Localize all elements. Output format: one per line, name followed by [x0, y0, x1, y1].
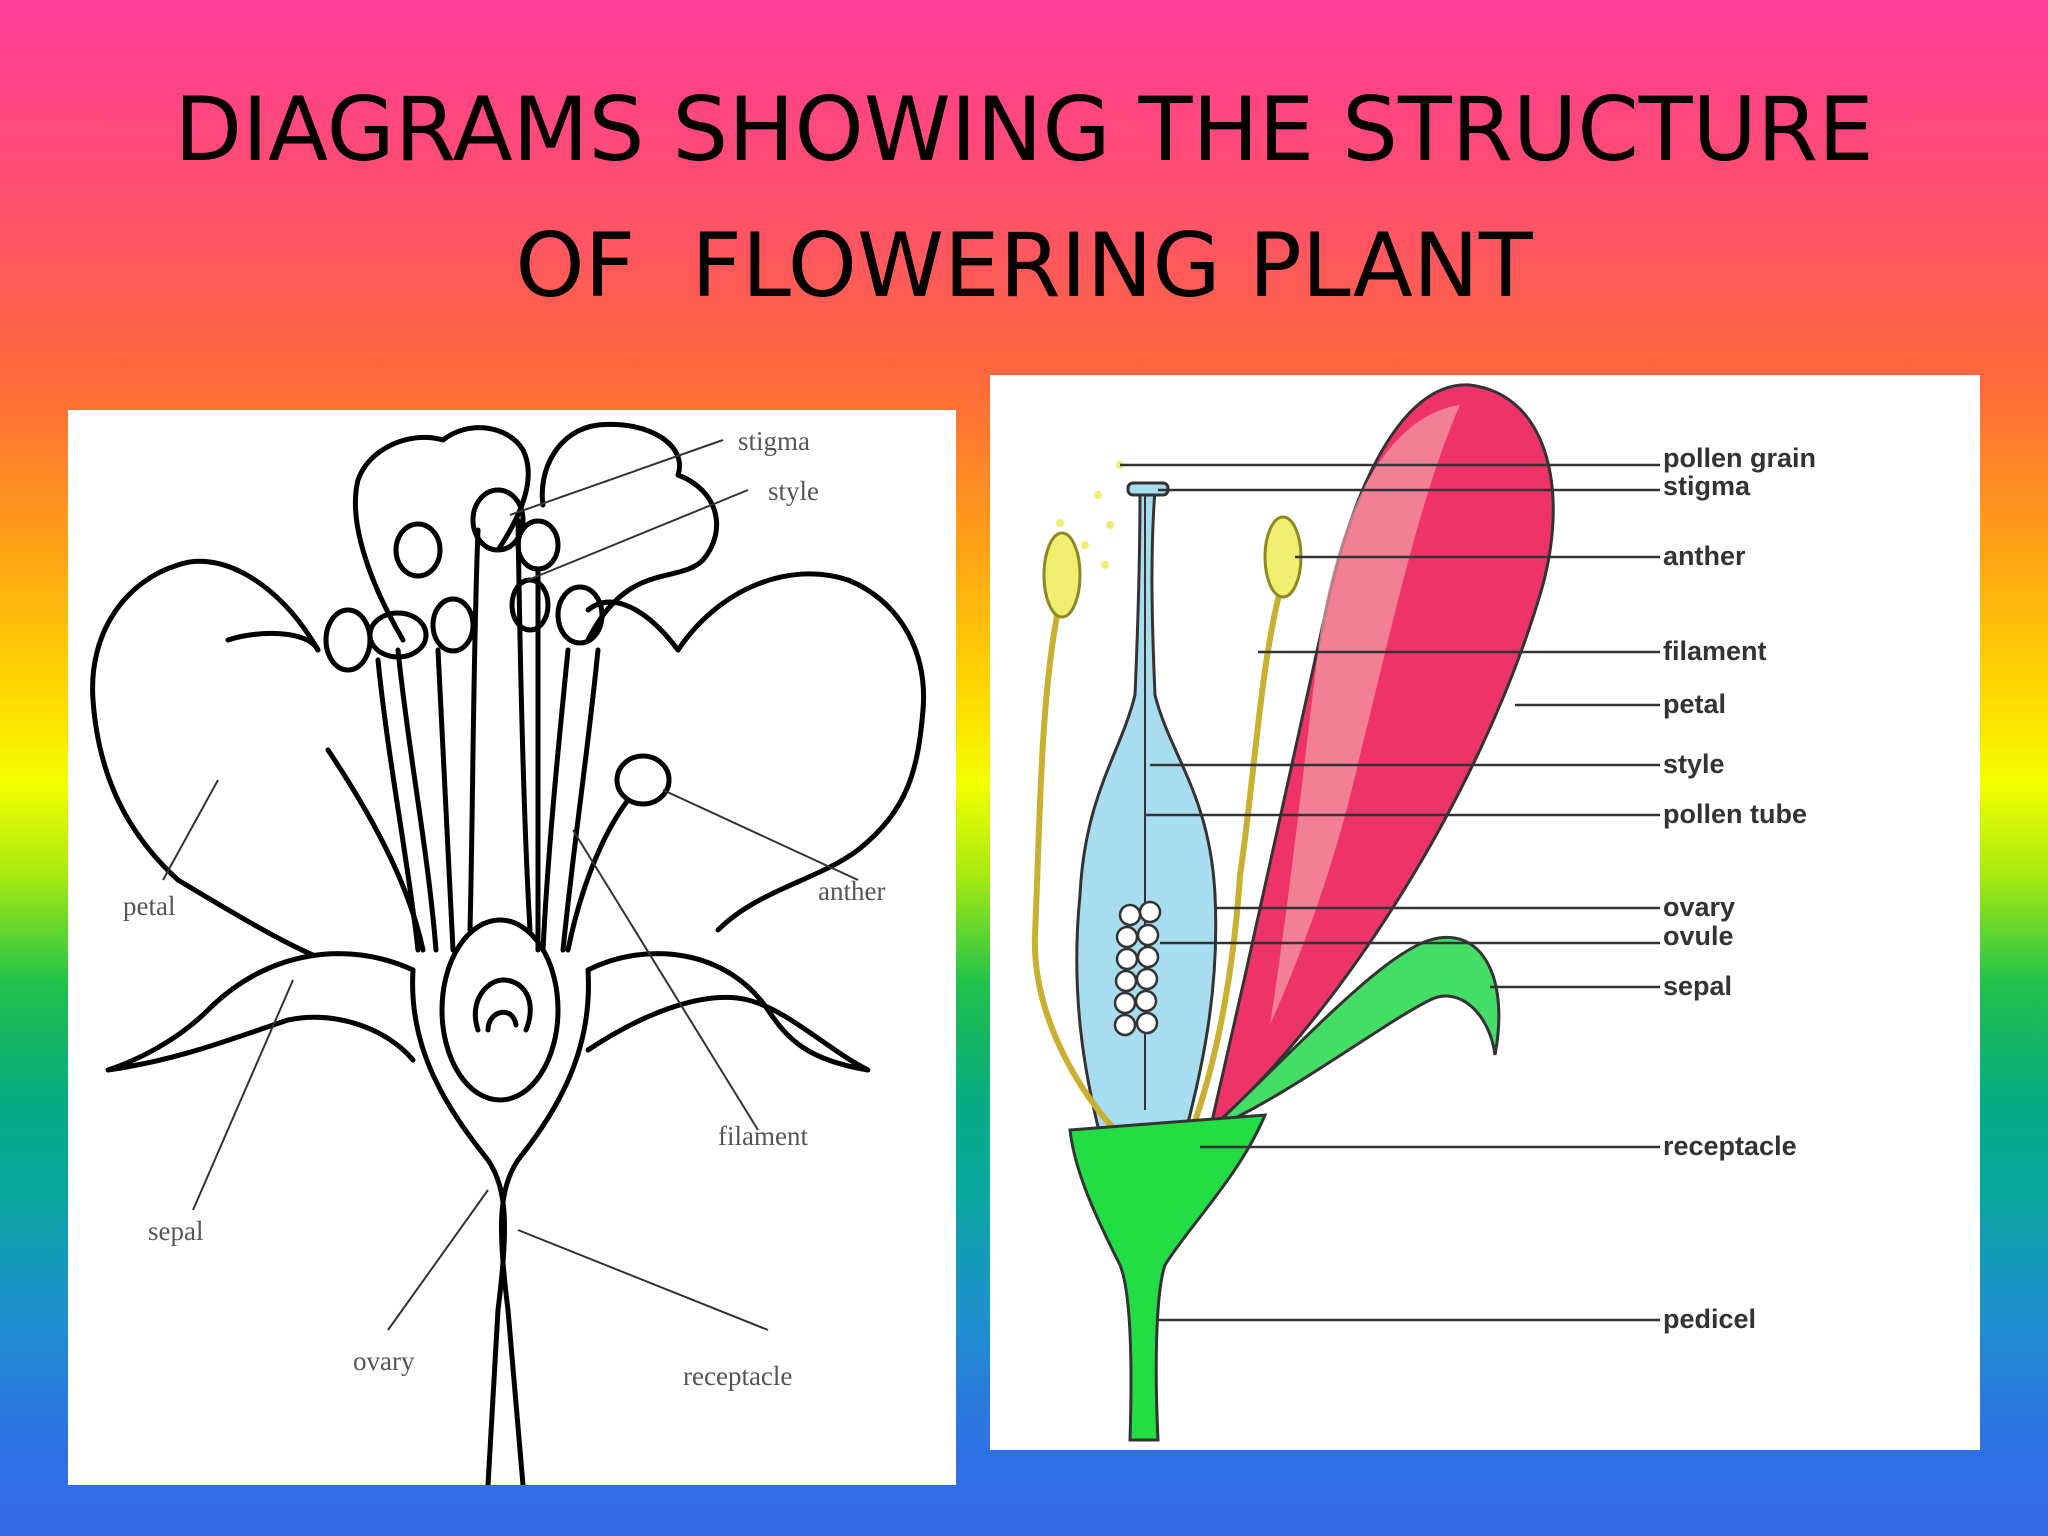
- left-filament-8: [565, 797, 631, 953]
- right-label-anther: anther: [1663, 541, 1746, 571]
- right-petal-highlight: [1270, 405, 1460, 1025]
- left-filament-2: [395, 647, 439, 953]
- left-sepal-shape: [105, 951, 416, 1073]
- right-receptacle: [1068, 1113, 1268, 1442]
- right-anther-left: [1042, 531, 1082, 619]
- left-anther-4: [430, 596, 476, 654]
- left-outer-petal: [90, 558, 321, 958]
- left-label-filament: filament: [718, 1121, 808, 1151]
- left-label-anther: anther: [818, 876, 885, 906]
- left-anther-8: [614, 753, 672, 807]
- left-flower-diagram: stigma style petal anther filament sepal…: [68, 410, 956, 1485]
- right-label-receptacle: receptacle: [1663, 1131, 1797, 1161]
- left-label-ovary: ovary: [353, 1346, 415, 1376]
- right-label-pollen-tube: pollen tube: [1663, 799, 1807, 829]
- right-label-style: style: [1663, 749, 1725, 779]
- right-sepal: [1208, 935, 1501, 1132]
- left-filament-5: [540, 647, 571, 953]
- left-anther-6: [555, 584, 605, 646]
- right-style-column: [515, 517, 533, 933]
- left-ovule: [472, 977, 533, 1033]
- right-label-filament: filament: [1663, 636, 1767, 666]
- left-label-receptacle: receptacle: [683, 1361, 792, 1391]
- left-back-petal-2: [539, 421, 720, 643]
- right-receptacle-cup: [498, 967, 591, 1485]
- left-receptacle-cup: [410, 967, 508, 1485]
- left-stigma-tip: [470, 487, 526, 553]
- left-filament-3: [435, 647, 456, 953]
- page-title: DIAGRAMS SHOWING THE STRUCTURE OF FLOWER…: [0, 62, 2048, 334]
- left-anther-5: [515, 518, 561, 572]
- right-pistil: [1075, 488, 1218, 1137]
- left-diagram-svg: stigma style petal anther filament sepal…: [90, 421, 927, 1485]
- right-diagram-svg: pollen grain stigma anther filament peta…: [1031, 383, 1816, 1442]
- left-filament-4: [325, 747, 426, 953]
- left-petal-curl: [225, 631, 321, 653]
- left-label-sepal: sepal: [148, 1216, 203, 1246]
- right-label-petal: petal: [1663, 689, 1726, 719]
- left-label-stigma: stigma: [738, 426, 810, 456]
- title-line-2: OF FLOWERING PLANT: [515, 214, 1533, 317]
- right-filament-right: [1187, 582, 1285, 1137]
- left-ovary: [439, 917, 561, 1103]
- right-label-pedicel: pedicel: [1663, 1304, 1756, 1334]
- right-ovules: [1113, 900, 1162, 1037]
- left-style-column: [467, 527, 481, 933]
- right-filament-left: [1031, 599, 1123, 1138]
- right-label-ovule: ovule: [1663, 921, 1734, 951]
- right-petal-curl: [585, 599, 681, 653]
- right-sepal-shape: [585, 951, 871, 1073]
- left-anther-1: [323, 607, 373, 673]
- right-outer-petal: [675, 571, 927, 933]
- right-label-sepal: sepal: [1663, 971, 1732, 1001]
- left-label-petal: petal: [123, 891, 175, 921]
- left-label-style: style: [768, 476, 819, 506]
- left-anther-3: [393, 521, 443, 579]
- right-flower-diagram: pollen grain stigma anther filament peta…: [990, 375, 1980, 1450]
- right-label-pollen-grain: pollen grain: [1663, 443, 1816, 473]
- left-filament-6: [560, 647, 601, 953]
- right-label-stigma: stigma: [1663, 471, 1751, 501]
- left-back-petal-1: [353, 425, 531, 643]
- left-anther-2: [367, 610, 429, 660]
- title-line-1: DIAGRAMS SHOWING THE STRUCTURE: [174, 78, 1874, 181]
- right-label-ovary: ovary: [1663, 892, 1735, 922]
